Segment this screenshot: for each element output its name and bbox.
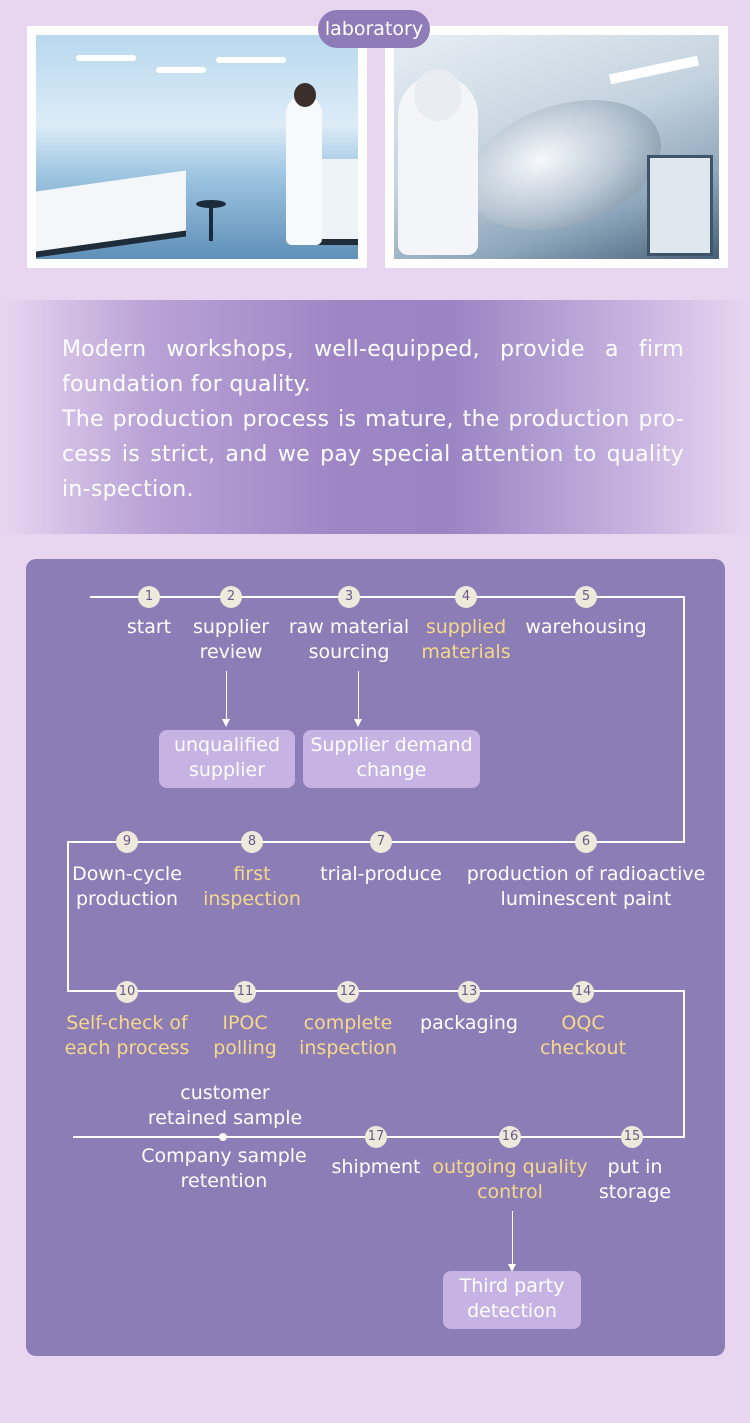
step-label-15: put in storage	[598, 1156, 672, 1203]
step-node-5: 5	[575, 586, 597, 608]
step-label-11: IPOC polling	[213, 1012, 277, 1059]
step-label-4: supplied materials	[421, 616, 511, 663]
step-label-9: Down-cycle production	[72, 863, 182, 910]
laboratory-photo-frame	[27, 26, 367, 268]
step-node-1: 1	[138, 586, 160, 608]
arrow-head-third-party	[508, 1264, 516, 1272]
arrow-head-unqualified	[222, 719, 230, 727]
flow-line-left-1	[67, 841, 69, 992]
process-flow-card	[26, 559, 725, 1356]
step-node-13: 13	[458, 981, 480, 1003]
cleanroom-photo-frame	[385, 26, 728, 268]
step-node-9: 9	[116, 831, 138, 853]
step-label-10: Self-check of each process	[64, 1012, 190, 1059]
step-label-2: supplier review	[192, 616, 270, 663]
step-node-14: 14	[572, 981, 594, 1003]
company-sample-retention-label: Company sample retention	[141, 1145, 307, 1192]
flow-line-row-1	[90, 596, 685, 598]
arrow-to-unqualified	[226, 671, 227, 721]
step-label-5: warehousing	[525, 616, 647, 638]
intro-text: Modern workshops, well-equipped, provide…	[62, 332, 684, 507]
step-node-3: 3	[338, 586, 360, 608]
step-node-17: 17	[365, 1126, 387, 1148]
step-label-1: start	[126, 616, 172, 638]
step-label-16: outgoing quality control	[432, 1156, 588, 1203]
step-node-10: 10	[116, 981, 138, 1003]
step-node-6: 6	[575, 831, 597, 853]
step-node-7: 7	[370, 831, 392, 853]
intro-paragraph-1: Modern workshops, well-equipped, provide…	[62, 337, 684, 397]
arrow-to-demand-change	[358, 671, 359, 721]
step-label-3: raw material sourcing	[288, 616, 410, 663]
step-node-15: 15	[621, 1126, 643, 1148]
customer-retained-sample-label: customer retained sample	[147, 1082, 303, 1129]
step-node-11: 11	[234, 981, 256, 1003]
flow-line-right-1	[683, 596, 685, 843]
arrow-head-demand-change	[354, 719, 362, 727]
step-node-4: 4	[455, 586, 477, 608]
intro-paragraph-2: The production process is mature, the pr…	[62, 407, 684, 502]
step-label-7: trial-produce	[320, 863, 442, 885]
step-label-12: complete inspection	[299, 1012, 397, 1059]
step-node-2: 2	[220, 586, 242, 608]
step-label-8: first inspection	[203, 863, 301, 910]
flow-line-row-3	[67, 990, 685, 992]
third-party-detection-box: Third party detection	[443, 1271, 581, 1329]
step-node-8: 8	[241, 831, 263, 853]
laboratory-photo	[36, 35, 358, 259]
supplier-demand-change-box: Supplier demand change	[303, 730, 480, 788]
step-label-13: packaging	[420, 1012, 518, 1034]
step-label-6: production of radioactive luminescent pa…	[466, 863, 706, 910]
step-node-16: 16	[499, 1126, 521, 1148]
intro-band	[0, 300, 750, 534]
step-label-17: shipment	[331, 1156, 421, 1178]
step-label-14: OQC checkout	[539, 1012, 627, 1059]
sample-retention-dot	[219, 1133, 227, 1141]
cleanroom-photo	[394, 35, 719, 259]
unqualified-supplier-box: unqualified supplier	[159, 730, 295, 788]
step-node-12: 12	[337, 981, 359, 1003]
laboratory-tag: laboratory	[318, 10, 430, 48]
arrow-to-third-party	[512, 1211, 513, 1267]
flow-line-right-2	[683, 990, 685, 1138]
